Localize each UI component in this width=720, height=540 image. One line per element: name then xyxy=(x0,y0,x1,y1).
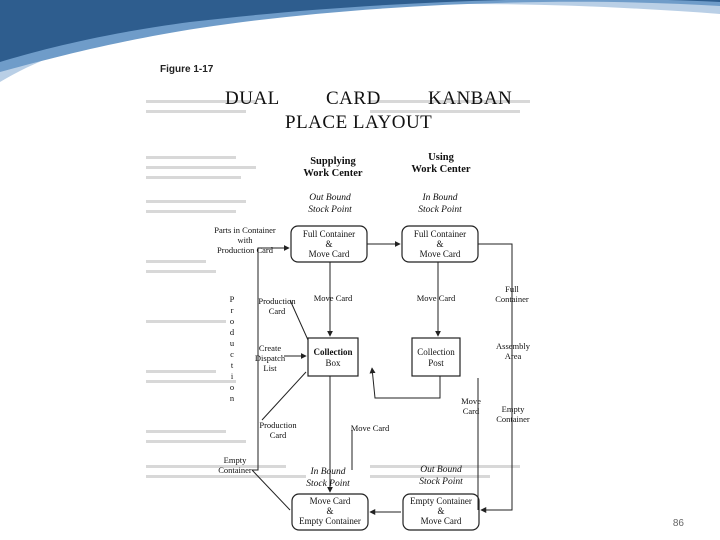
line-production-card-lower xyxy=(261,371,307,421)
title-word-card: CARD xyxy=(326,88,381,109)
label-production-vertical: P r o d u c t i o n xyxy=(230,294,235,403)
line-right-loop xyxy=(478,243,513,513)
heading-using-2: Work Center xyxy=(411,164,471,175)
box-collection-box xyxy=(307,337,359,377)
slide-number: 86 xyxy=(672,518,684,529)
line-empty-container-left xyxy=(251,469,291,511)
vertical-letter: n xyxy=(230,393,235,403)
vertical-letter: t xyxy=(231,360,234,370)
stock-out-bound-top-2: Stock Point xyxy=(308,205,352,215)
box-right-bottom-line1: Empty Container xyxy=(410,496,472,506)
stock-out-bound-top: Out Bound xyxy=(309,193,351,203)
label-move-card-right-low-2: Card xyxy=(463,406,480,416)
vertical-letter: P xyxy=(230,294,235,304)
box-left-bottom-line2: & xyxy=(326,506,333,516)
line-post-to-center xyxy=(369,367,441,399)
heading-supplying: Supplying xyxy=(310,156,356,167)
stock-in-bound-top: In Bound xyxy=(421,193,457,203)
label-parts-in-container-3: Production Card xyxy=(217,245,274,255)
label-full-container-2: Container xyxy=(495,294,529,304)
label-full-container: Full xyxy=(505,284,519,294)
box-left-top-line1: Full Container xyxy=(303,229,355,239)
stock-in-bound-bottom: In Bound xyxy=(309,467,345,477)
label-production-card-upper-2: Card xyxy=(269,306,286,316)
box-right-top-line3: Move Card xyxy=(420,249,461,259)
label-empty-container-right: Empty xyxy=(502,404,525,414)
box-right-bottom-line2: & xyxy=(437,506,444,516)
label-parts-in-container-2: with xyxy=(237,235,253,245)
label-create-dispatch-3: List xyxy=(263,363,277,373)
box-collection-post xyxy=(411,337,461,377)
box-left-bottom-line3: Empty Container xyxy=(299,516,361,526)
box-right-bottom xyxy=(402,493,480,531)
label-production-card-upper: Production xyxy=(258,296,296,306)
label-create-dispatch-2: Dispatch xyxy=(255,353,286,363)
box-left-top-line3: Move Card xyxy=(309,249,350,259)
heading-supplying-2: Work Center xyxy=(303,168,363,179)
title-line-2: PLACE LAYOUT xyxy=(285,112,433,133)
label-empty-container-left: Empty xyxy=(224,455,247,465)
stock-out-bound-bottom-2: Stock Point xyxy=(419,477,463,487)
box-left-bottom-line1: Move Card xyxy=(310,496,351,506)
box-collection-post-line2: Post xyxy=(428,358,444,368)
figure-label: Figure 1-17 xyxy=(160,64,214,75)
label-assembly-area-2: Area xyxy=(505,351,522,361)
label-assembly-area: Assembly xyxy=(496,341,531,351)
box-right-bottom-line3: Move Card xyxy=(421,516,462,526)
label-create-dispatch: Create xyxy=(259,343,281,353)
label-move-card-right-low: Move xyxy=(461,396,481,406)
label-move-card-right-mid: Move Card xyxy=(417,293,456,303)
box-collection-box-line1: Collection xyxy=(314,347,353,357)
label-empty-container-left-2: Container xyxy=(218,465,252,475)
stock-in-bound-bottom-2: Stock Point xyxy=(306,479,350,489)
label-production-card-lower-2: Card xyxy=(270,430,287,440)
header-swoosh xyxy=(0,0,720,82)
label-move-card-left-mid: Move Card xyxy=(314,293,353,303)
box-left-top-line2: & xyxy=(325,239,332,249)
box-right-top-line2: & xyxy=(436,239,443,249)
title-word-kanban: KANBAN xyxy=(428,88,513,109)
box-collection-post-line1: Collection xyxy=(417,347,455,357)
title-word-dual: DUAL xyxy=(225,88,280,109)
vertical-letter: d xyxy=(230,327,235,337)
line-production-card-upper xyxy=(289,299,309,341)
background-text-texture xyxy=(146,100,530,478)
label-parts-in-container: Parts in Container xyxy=(214,225,276,235)
vertical-letter: c xyxy=(230,349,234,359)
label-move-card-center-low: Move Card xyxy=(351,423,390,433)
stock-out-bound-bottom: Out Bound xyxy=(420,465,462,475)
vertical-letter: o xyxy=(230,316,234,326)
vertical-letter: u xyxy=(230,338,235,348)
vertical-letter: i xyxy=(231,371,234,381)
vertical-letter: o xyxy=(230,382,234,392)
box-right-top-line1: Full Container xyxy=(414,229,466,239)
stock-in-bound-top-2: Stock Point xyxy=(418,205,462,215)
heading-using: Using xyxy=(428,152,454,163)
box-left-bottom xyxy=(291,493,369,531)
line-left-loop xyxy=(252,245,290,471)
label-empty-container-right-2: Container xyxy=(496,414,530,424)
vertical-letter: r xyxy=(231,305,234,315)
box-collection-box-line2: Box xyxy=(325,358,341,368)
label-production-card-lower: Production xyxy=(259,420,297,430)
